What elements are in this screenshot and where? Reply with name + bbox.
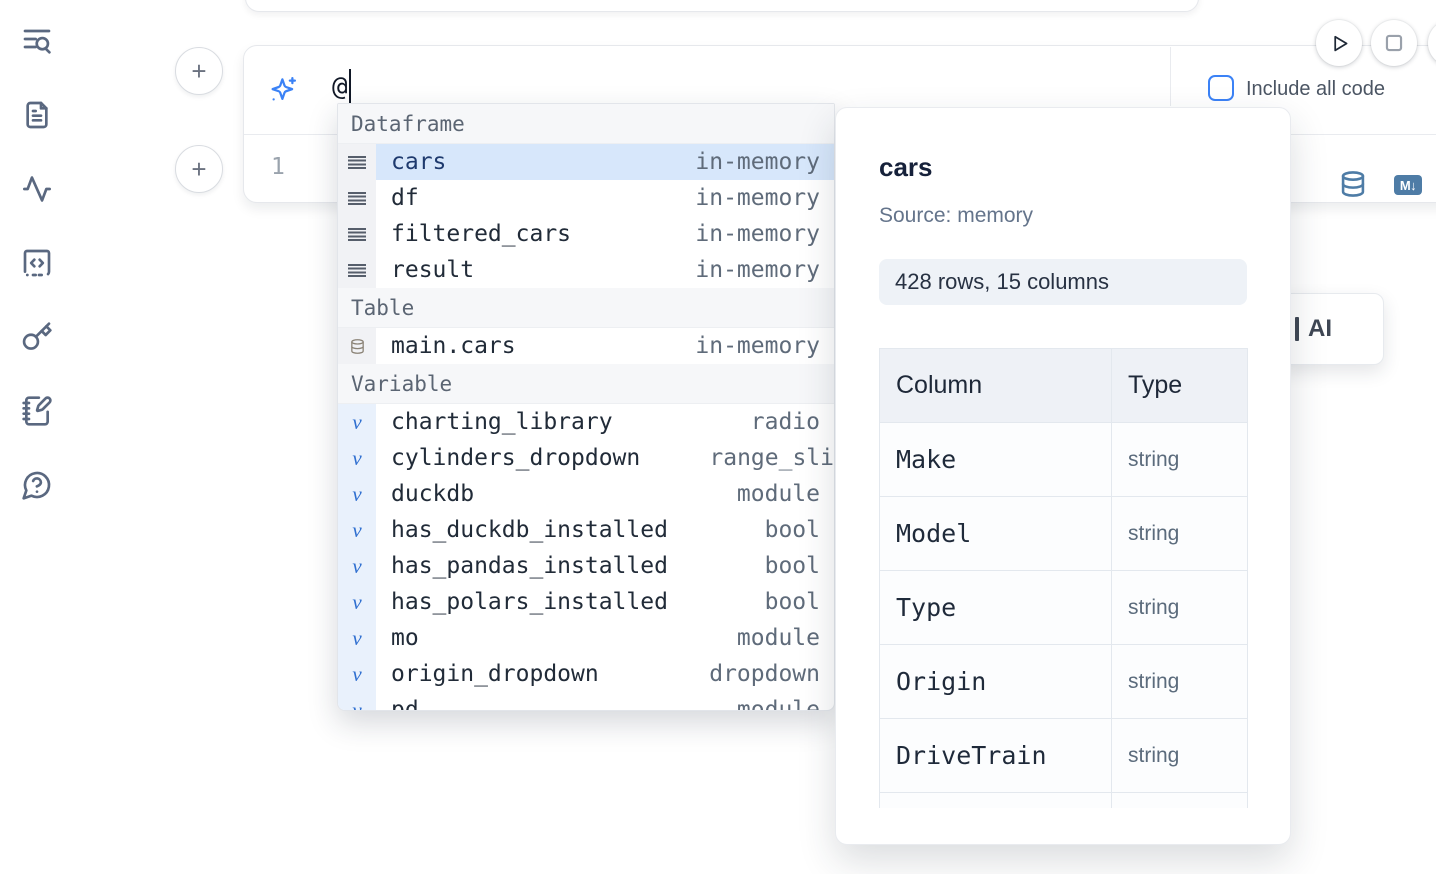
dataframe-gutter [338,252,376,288]
variable-icon: v [352,517,362,542]
clipped-letter [1295,317,1299,341]
autocomplete-dropdown: Dataframe cars in-memory df in-memory fi… [337,103,835,711]
autocomplete-item-main-cars[interactable]: main.cars in-memory [338,328,834,364]
variable-icon: v [352,445,362,470]
prompt-value: @ [332,72,348,102]
autocomplete-item-duckdb[interactable]: v duckdb module [338,476,834,512]
help-chat-icon[interactable] [20,468,54,502]
database-icon[interactable] [1339,170,1367,198]
autocomplete-item-df[interactable]: df in-memory [338,180,834,216]
autocomplete-item-mo[interactable]: v mo module [338,620,834,656]
variable-icon: v [352,661,362,686]
section-header-variable: Variable [338,364,834,404]
autocomplete-item-has-polars-installed[interactable]: v has_polars_installed bool [338,584,834,620]
code-square-icon[interactable] [20,246,54,280]
ai-label: AI [1308,315,1332,342]
run-cell-button[interactable] [1316,20,1362,66]
autocomplete-item-charting-library[interactable]: v charting_library radio [338,404,834,440]
variable-icon: v [352,589,362,614]
file-text-icon[interactable] [20,98,54,132]
variable-gutter: v [338,404,376,440]
autocomplete-item-has-pandas-installed[interactable]: v has_pandas_installed bool [338,548,834,584]
table-row: Make string [880,423,1248,497]
stop-button[interactable] [1371,20,1417,66]
add-cell-below-button[interactable]: + [175,145,223,193]
autocomplete-item-cylinders-dropdown[interactable]: v cylinders_dropdown range_sli [338,440,834,476]
variable-gutter: v [338,656,376,692]
prompt-input[interactable]: @ [332,69,351,105]
key-icon[interactable] [20,320,54,354]
autocomplete-item-filtered-cars[interactable]: filtered_cars in-memory [338,216,834,252]
variable-gutter: v [338,584,376,620]
variable-icon: v [352,553,362,578]
sparkles-icon [271,77,296,101]
table-gutter [338,328,376,364]
variable-gutter: v [338,548,376,584]
dataframe-icon [348,263,366,277]
add-cell-above-button[interactable]: + [175,47,223,95]
preview-source: Source: memory [879,204,1034,227]
include-all-code-checkbox[interactable] [1208,75,1234,101]
dataframe-preview-panel: cars Source: memory 428 rows, 15 columns… [835,107,1291,845]
ai-action-button-fragment[interactable]: AI [1278,293,1384,365]
include-all-code-label: Include all code [1246,78,1385,100]
variable-gutter: v [338,692,376,711]
schema-table-container[interactable]: Column Type Make string Model string Typ… [879,348,1248,808]
dataframe-gutter [338,144,376,180]
variable-gutter: v [338,620,376,656]
notebook-pen-icon[interactable] [20,394,54,428]
sidebar [18,24,56,502]
previous-cell-edge [245,0,1199,12]
dataframe-icon [348,191,366,205]
variable-icon: v [352,697,362,711]
column-header: Column [880,349,1112,423]
plus-icon: + [191,55,207,86]
section-header-table: Table [338,288,834,328]
table-row: Model string [880,497,1248,571]
variable-icon: v [352,625,362,650]
table-row: Type string [880,571,1248,645]
variable-icon: v [352,481,362,506]
play-icon [1334,35,1348,52]
list-search-icon[interactable] [20,24,54,58]
activity-icon[interactable] [20,172,54,206]
dataframe-icon [348,227,366,241]
text-cursor [348,69,351,105]
section-header-dataframe: Dataframe [338,104,834,144]
markdown-icon[interactable]: M↓ [1394,175,1422,195]
variable-gutter: v [338,512,376,548]
variable-gutter: v [338,476,376,512]
variable-icon: v [352,409,362,434]
table-row-partial [880,793,1248,808]
schema-table: Column Type Make string Model string Typ… [879,348,1248,808]
type-header: Type [1112,349,1248,423]
plus-icon: + [191,153,207,184]
dataframe-gutter [338,180,376,216]
autocomplete-item-has-duckdb-installed[interactable]: v has_duckdb_installed bool [338,512,834,548]
autocomplete-item-origin-dropdown[interactable]: v origin_dropdown dropdown [338,656,834,692]
autocomplete-item-clipped[interactable]: v pd module [338,692,834,711]
preview-shape-badge: 428 rows, 15 columns [879,259,1247,305]
stop-icon [1385,34,1403,52]
dataframe-gutter [338,216,376,252]
database-icon [350,338,364,354]
dataframe-icon [348,155,366,169]
variable-gutter: v [338,440,376,476]
autocomplete-item-result[interactable]: result in-memory [338,252,834,288]
line-number: 1 [271,154,285,180]
autocomplete-item-cars[interactable]: cars in-memory [338,144,834,180]
partial-button[interactable] [1428,20,1436,66]
table-row: DriveTrain string [880,719,1248,793]
divider [1170,47,1171,106]
preview-title: cars [879,152,933,182]
table-header-row: Column Type [880,349,1248,423]
table-row: Origin string [880,645,1248,719]
